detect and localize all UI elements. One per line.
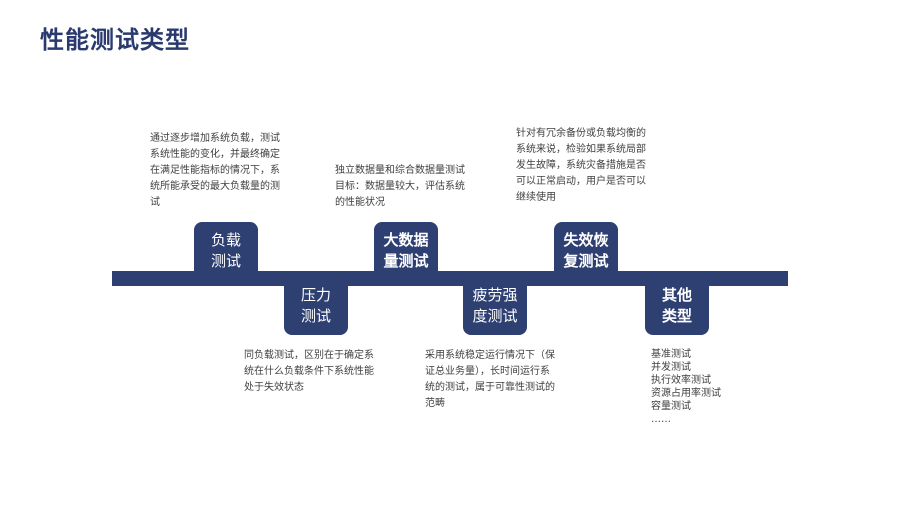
node-other-types: 其他 类型 <box>645 277 709 335</box>
node-label-big-data-test: 大数据 量测试 <box>383 231 429 270</box>
node-load-test: 负载 测试 <box>194 222 258 280</box>
desc-line: 系统来说，检验如果系统局部 <box>516 144 646 155</box>
desc-other-types: 基准测试 并发测试 执行效率测试 资源占用率测试 容量测试 …… <box>651 348 721 426</box>
desc-line: 目标：数据量较大，评估系统 <box>335 181 465 192</box>
desc-line: 试 <box>150 197 160 208</box>
desc-line: 范畴 <box>425 398 445 409</box>
node-label-stress-test: 压力 测试 <box>300 286 331 325</box>
desc-fatigue-test: 采用系统稳定运行情况下（保 证总业务量），长时间运行系 统的测试，属于可靠性测试… <box>425 348 555 412</box>
node-label-fatigue-test: 疲劳强 度测试 <box>472 286 518 325</box>
desc-line: 通过逐步增加系统负载，测试 <box>150 133 280 144</box>
desc-line: 在满足性能指标的情况下，系 <box>150 165 280 176</box>
timeline-bar <box>112 271 788 286</box>
node-label-load-test: 负载 测试 <box>210 231 241 270</box>
desc-line: 系统性能的变化，并最终确定 <box>150 149 280 160</box>
desc-line: 证总业务量），长时间运行系 <box>425 366 550 377</box>
desc-line: 处于失效状态 <box>244 382 304 393</box>
desc-line: 的性能状况 <box>335 197 385 208</box>
desc-line: 针对有冗余备份或负载均衡的 <box>516 128 646 139</box>
desc-line: 继续使用 <box>516 192 556 203</box>
node-label-other-types: 其他 类型 <box>661 286 692 325</box>
desc-line: 容量测试 <box>651 401 691 412</box>
desc-line: 可以正常启动，用户是否可以 <box>516 176 646 187</box>
node-big-data-test: 大数据 量测试 <box>374 222 438 280</box>
desc-big-data-test: 独立数据量和综合数据量测试 目标：数据量较大，评估系统 的性能状况 <box>335 163 465 211</box>
desc-failover-test: 针对有冗余备份或负载均衡的 系统来说，检验如果系统局部 发生故障，系统灾备措施是… <box>516 126 646 206</box>
desc-line: 统在什么负载条件下系统性能 <box>244 366 374 377</box>
desc-line: 并发测试 <box>651 362 691 373</box>
desc-line: 采用系统稳定运行情况下（保 <box>425 350 555 361</box>
desc-line: 同负载测试，区别在于确定系 <box>244 350 374 361</box>
node-stress-test: 压力 测试 <box>284 277 348 335</box>
desc-line: 基准测试 <box>651 349 691 360</box>
desc-line: 统的测试，属于可靠性测试的 <box>425 382 555 393</box>
desc-line: 统所能承受的最大负载量的测 <box>150 181 280 192</box>
page-title: 性能测试类型 <box>40 26 190 54</box>
desc-line: 执行效率测试 <box>651 375 711 386</box>
node-label-failover-test: 失效恢 复测试 <box>563 231 609 270</box>
desc-stress-test: 同负载测试，区别在于确定系 统在什么负载条件下系统性能 处于失效状态 <box>244 348 374 396</box>
node-failover-test: 失效恢 复测试 <box>554 222 618 280</box>
desc-line: 发生故障，系统灾备措施是否 <box>516 160 646 171</box>
node-fatigue-test: 疲劳强 度测试 <box>463 277 527 335</box>
desc-line: 独立数据量和综合数据量测试 <box>335 165 465 176</box>
desc-line: …… <box>651 414 671 425</box>
desc-load-test: 通过逐步增加系统负载，测试 系统性能的变化，并最终确定 在满足性能指标的情况下，… <box>150 131 280 211</box>
desc-line: 资源占用率测试 <box>651 388 721 399</box>
